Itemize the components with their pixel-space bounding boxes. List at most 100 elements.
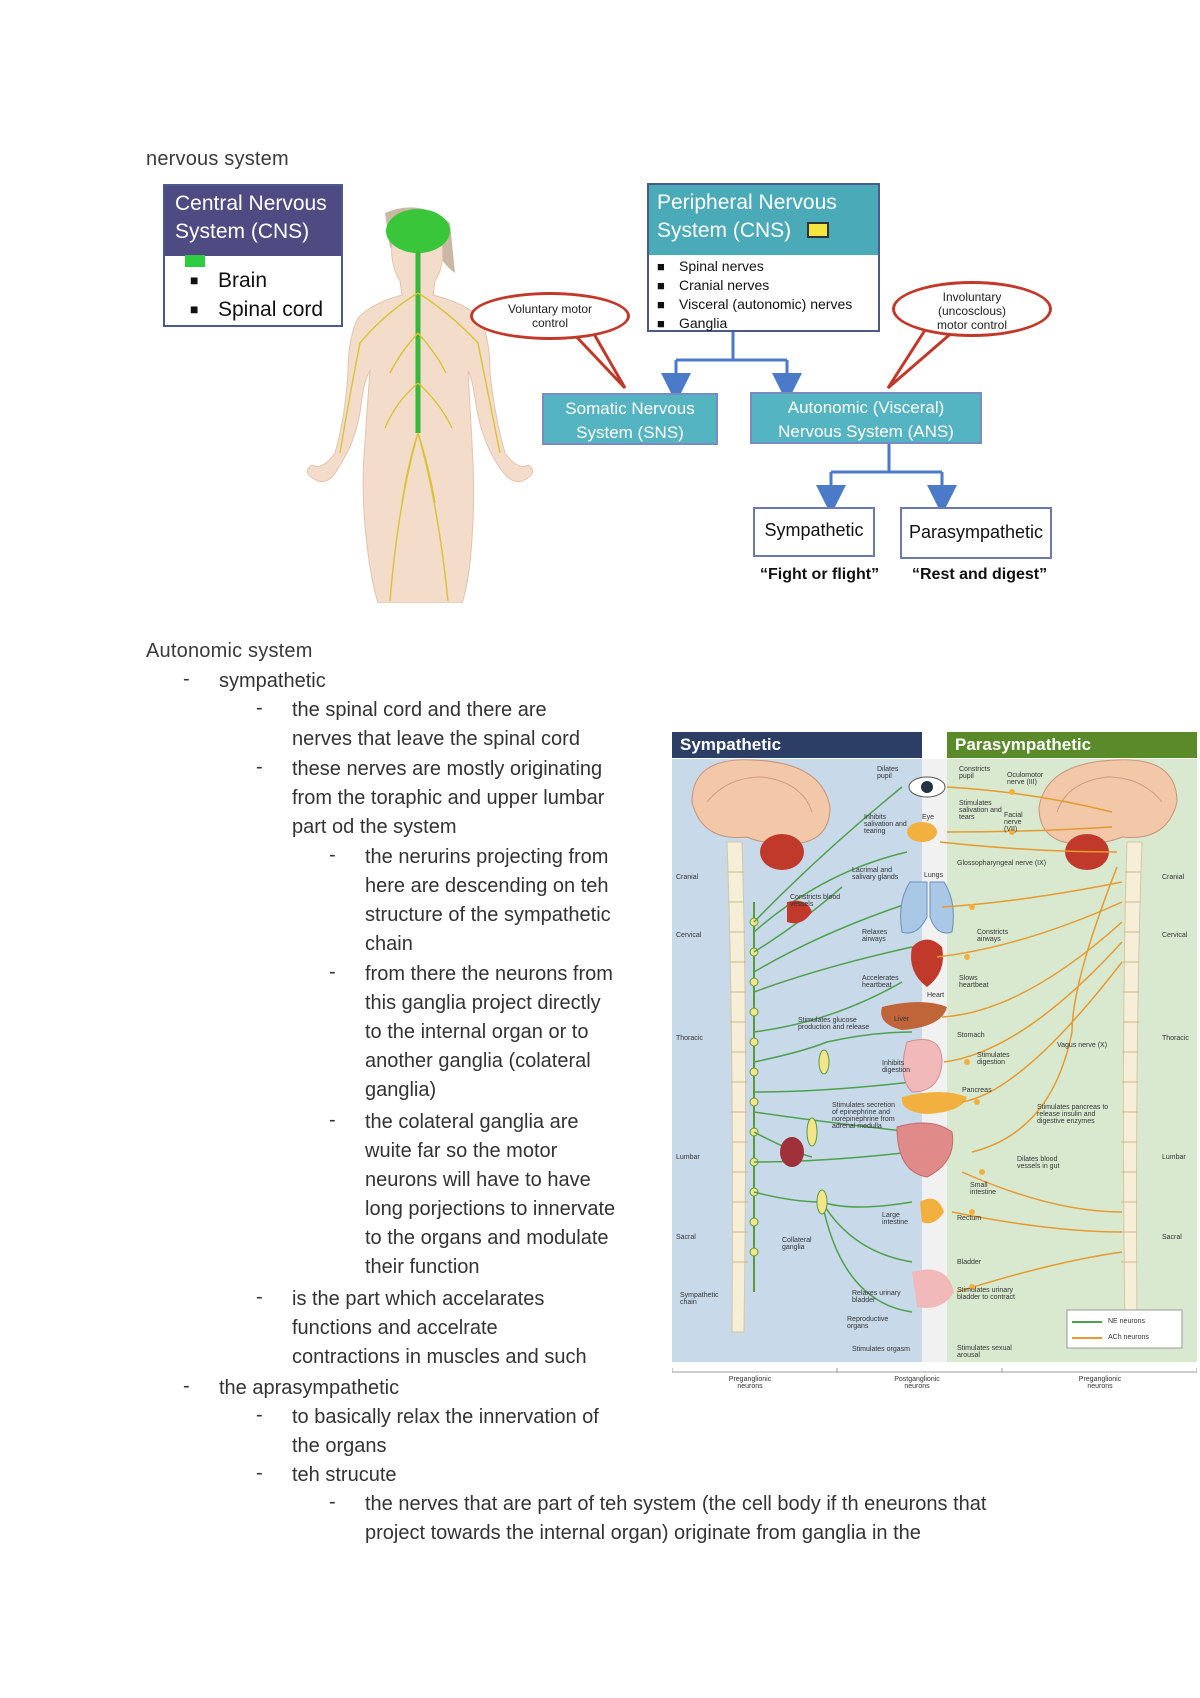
dash-marker: - xyxy=(256,697,263,719)
note-text: part od the system xyxy=(292,816,457,838)
para-label: Stimulates urinary bladder to contract xyxy=(957,1287,1015,1301)
para-label: Stomach xyxy=(957,1032,985,1039)
note-text: their function xyxy=(365,1256,480,1278)
note-text: the colateral ganglia are xyxy=(365,1111,579,1133)
dash-marker: - xyxy=(183,1375,190,1397)
sym-label: Sympathetic chain xyxy=(680,1292,719,1306)
note-line: teh strucute xyxy=(292,1464,397,1486)
para-label: Constricts airways xyxy=(977,929,1009,943)
sym-label: Constricts blood vessels xyxy=(790,894,841,908)
note-text: structure of the sympathetic xyxy=(365,904,611,926)
region-label: Cranial xyxy=(1162,874,1185,881)
sym-label: Collateral ganglia xyxy=(782,1237,812,1251)
pns-list: ■ Spinal nerves ■ Cranial nerves ■ Visceral… xyxy=(649,255,878,333)
voluntary-motor-oval: Voluntary motor control xyxy=(470,292,630,340)
region-label: Thoracic xyxy=(676,1035,703,1042)
note-line: the spinal cord and there are nerves tha… xyxy=(292,696,580,754)
note-text: ganglia) xyxy=(365,1079,437,1101)
para-label: Facial nerve (VII) xyxy=(1004,812,1023,833)
parasympathetic-header: Parasympathetic xyxy=(955,735,1092,754)
note-text: to the organs and modulate xyxy=(365,1227,609,1249)
pns-title-line1: Peripheral Nervous xyxy=(657,191,837,214)
cns-color-swatch xyxy=(185,255,205,267)
para-label: Slows heartbeat xyxy=(959,975,989,989)
note-text: from there the neurons from xyxy=(365,963,613,985)
center-label: Liver xyxy=(894,1016,910,1023)
note-text: chain xyxy=(365,933,413,955)
note-line: to basically relax the innervation of th… xyxy=(292,1403,599,1461)
cns-item-label: Spinal cord xyxy=(218,298,324,321)
dash-marker: - xyxy=(329,1109,336,1131)
para-label: Pancreas xyxy=(962,1087,992,1094)
center-label: Lungs xyxy=(924,872,944,879)
oval-text: (uncosclous) xyxy=(937,304,1007,318)
pns-item-label: Spinal nerves xyxy=(679,258,764,274)
para-label: Small intestine xyxy=(970,1182,997,1196)
section-heading-autonomic-system: Autonomic system xyxy=(146,640,313,662)
note-line: from there the neurons from this ganglia… xyxy=(365,960,613,1105)
para-label: Vagus nerve (X) xyxy=(1057,1042,1108,1049)
organs xyxy=(780,776,967,1308)
pns-item: ■ Cranial nerves xyxy=(657,276,878,295)
para-label: Stimulates sexual arousal xyxy=(957,1345,1012,1359)
cns-header: Central Nervous System (CNS) xyxy=(165,186,341,267)
note-text: the nerves that are part of teh system (… xyxy=(365,1493,987,1515)
ans-line: Autonomic (Visceral) xyxy=(787,398,945,417)
para-label: Dilates blood vessels in gut xyxy=(1017,1156,1060,1170)
cns-box: Central Nervous System (CNS) ■Brain ■Spi… xyxy=(163,184,343,327)
legend-label: ACh neurons xyxy=(1108,1334,1149,1341)
region-label: Cervical xyxy=(1162,932,1188,939)
note-text: this ganglia project directly xyxy=(365,992,601,1014)
note-text: to the internal organ or to xyxy=(365,1021,589,1043)
sym-label: Dilates pupil xyxy=(877,766,899,780)
bullet-icon: ■ xyxy=(657,278,665,293)
dash-marker: - xyxy=(329,961,336,983)
note-text: neurons will have to have xyxy=(365,1169,591,1191)
sym-label: Inhibits salivation and tearing xyxy=(864,814,907,835)
note-line: the nerurins projecting from here are de… xyxy=(365,843,611,959)
note-line: is the part which accelarates functions … xyxy=(292,1285,587,1372)
sns-box: Somatic Nervous System (SNS) xyxy=(542,393,718,445)
cns-title-line2: System (CNS) xyxy=(175,220,310,243)
center-label: Heart xyxy=(927,992,945,999)
cns-item: ■Spinal cord xyxy=(190,295,341,324)
pns-item-label: Visceral (autonomic) nerves xyxy=(679,296,853,312)
bottom-label: Preganglionic neurons xyxy=(1078,1376,1122,1390)
sym-label: Accelerates heartbeat xyxy=(862,975,899,989)
note-text: functions and accelrate xyxy=(292,1317,498,1339)
region-label: Sacral xyxy=(676,1234,696,1241)
parasympathetic-quote: “Rest and digest” xyxy=(912,566,1048,583)
center-label: Eye xyxy=(922,814,935,821)
human-body-illustration xyxy=(290,203,545,604)
brain-left xyxy=(691,759,831,870)
sym-label: Stimulates secretion of epinephrine and … xyxy=(832,1102,896,1130)
para-label: Rectum xyxy=(957,1215,982,1222)
sym-label: Relaxes airways xyxy=(862,929,888,943)
dash-marker: - xyxy=(329,844,336,866)
cns-title-line1: Central Nervous xyxy=(175,192,327,215)
note-line: the colateral ganglia are wuite far so t… xyxy=(365,1108,615,1282)
bullet-icon: ■ xyxy=(657,297,665,312)
para-label: Stimulates pancreas to release insulin a… xyxy=(1037,1104,1109,1125)
note-text: from the toraphic and upper lumbar xyxy=(292,787,605,809)
note-text: wuite far so the motor xyxy=(365,1140,558,1162)
dash-marker: - xyxy=(256,1404,263,1426)
sns-line: Somatic Nervous xyxy=(565,399,695,418)
region-label: Thoracic xyxy=(1162,1035,1189,1042)
note-text: here are descending on teh xyxy=(365,875,609,897)
involuntary-motor-oval: Involuntary (uncosclous) motor control xyxy=(892,281,1052,337)
pns-item: ■Ganglia xyxy=(657,314,878,333)
para-label: Bladder xyxy=(957,1259,982,1266)
dash-marker: - xyxy=(256,1462,263,1484)
note-parasympathetic: the aprasympathetic xyxy=(219,1377,400,1399)
brain-right xyxy=(1038,759,1178,870)
legend-label: NE neurons xyxy=(1108,1318,1145,1325)
sym-label: Relaxes urinary bladder xyxy=(852,1290,901,1304)
pns-item: ■ Visceral (autonomic) nerves xyxy=(657,295,878,314)
sym-label: Reproductive organs xyxy=(847,1316,889,1330)
para-label: Stimulates digestion xyxy=(977,1052,1010,1066)
note-text: to basically relax the innervation of xyxy=(292,1406,599,1428)
pns-item-label: Cranial nerves xyxy=(679,277,770,293)
sym-label: Inhibits digestion xyxy=(882,1060,911,1074)
pns-title-line2-row: System (CNS) xyxy=(657,217,870,245)
